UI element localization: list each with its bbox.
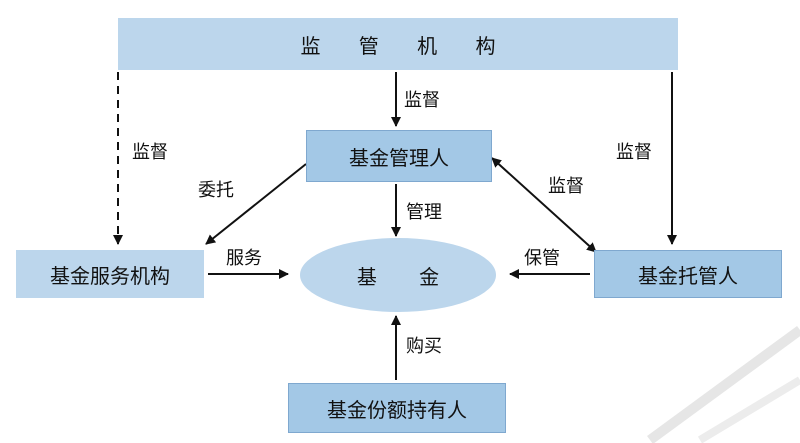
edge-label-custodian-fund: 保管 [524, 248, 560, 269]
edge-label-manager-fund: 管理 [406, 202, 442, 223]
service-label: 基金服务机构 [50, 263, 170, 288]
arrow-manager-service [205, 163, 307, 245]
edge-label-regulator-custodian: 监督 [616, 142, 652, 163]
fund-ellipse: 基 金 [300, 238, 496, 312]
regulator-box: 监 管 机 构 [118, 18, 678, 70]
regulator-label: 监 管 机 构 [300, 33, 512, 58]
edge-label-manager-service: 委托 [198, 180, 234, 201]
edge-label-service-fund: 服务 [226, 248, 262, 269]
manager-label: 基金管理人 [349, 145, 449, 170]
edge-label-regulator-manager: 监督 [404, 90, 440, 111]
edge-label-holders-fund: 购买 [406, 336, 442, 357]
service-box: 基金服务机构 [16, 250, 204, 298]
custodian-label: 基金托管人 [638, 263, 738, 288]
holders-box: 基金份额持有人 [288, 383, 506, 433]
holders-label: 基金份额持有人 [327, 397, 467, 422]
fund-label: 基 金 [356, 264, 458, 289]
edge-label-manager-custodian: 监督 [548, 176, 584, 197]
custodian-box: 基金托管人 [594, 250, 782, 298]
arrow-manager-custodian [491, 157, 597, 253]
edge-label-regulator-service: 监督 [132, 142, 168, 163]
manager-box: 基金管理人 [306, 130, 492, 182]
